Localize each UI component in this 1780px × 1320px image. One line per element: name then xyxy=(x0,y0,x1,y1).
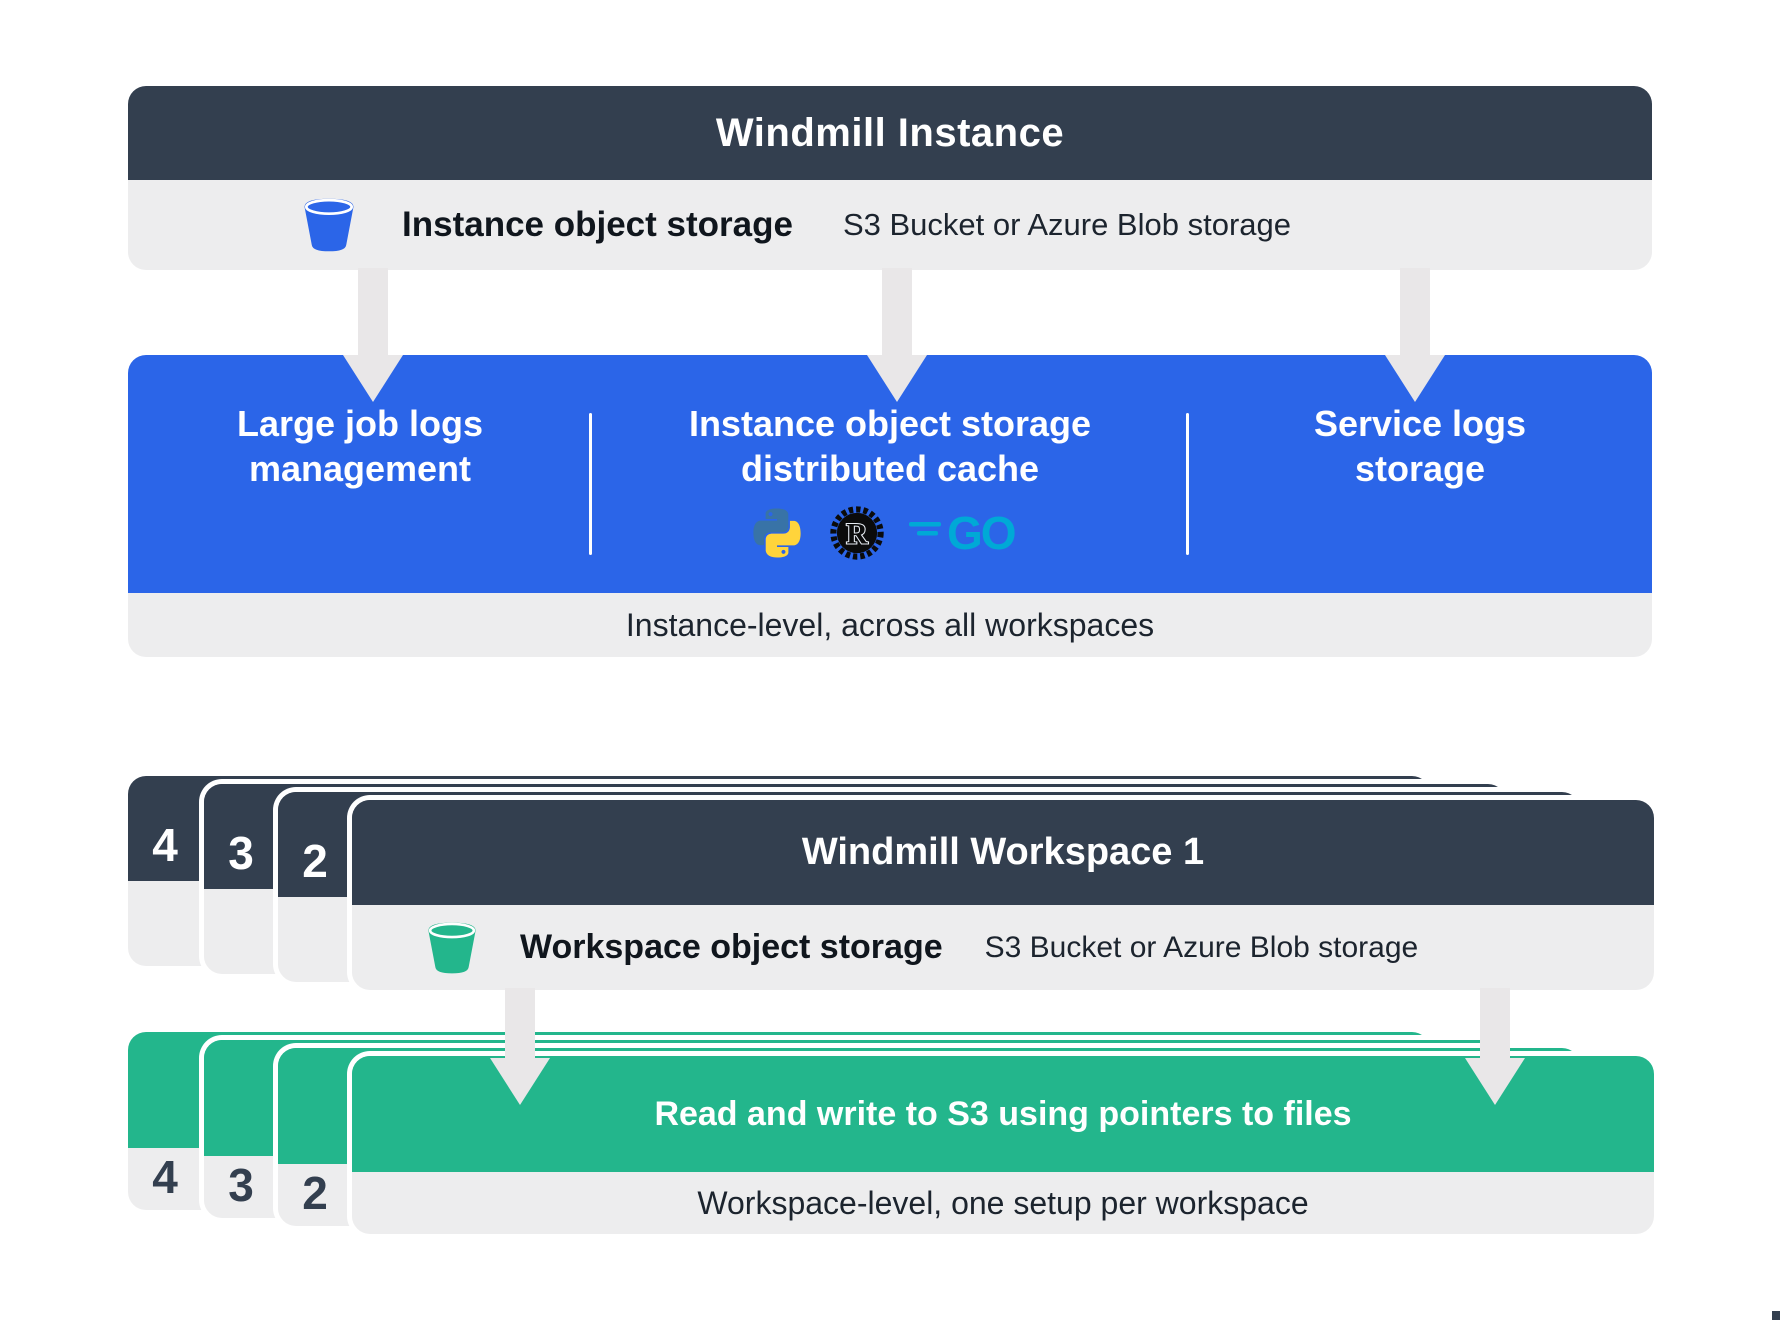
column-divider xyxy=(1186,413,1189,555)
workspace-title: Windmill Workspace 1 xyxy=(801,831,1205,873)
action-tab-number: 4 xyxy=(152,1151,178,1203)
feature-distributed-cache: Instance object storage distributed cach… xyxy=(592,355,1188,593)
arrow-down-icon xyxy=(882,268,912,355)
workspace-tab-number: 3 xyxy=(228,827,254,879)
arrow-down-icon xyxy=(1400,268,1430,355)
rust-icon: R xyxy=(830,506,884,560)
action-tab-number: 3 xyxy=(228,1159,254,1211)
instance-storage-sublabel: S3 Bucket or Azure Blob storage xyxy=(842,207,1291,242)
python-icon xyxy=(753,508,801,558)
workspace-tab-number: 2 xyxy=(302,835,328,887)
action-title: Read and write to S3 using pointers to f… xyxy=(654,1094,1352,1133)
bucket-icon xyxy=(428,922,476,973)
instance-caption: Instance-level, across all workspaces xyxy=(625,606,1155,643)
instance-header: Windmill Instance xyxy=(128,86,1652,180)
arrowhead-down-icon xyxy=(867,355,927,402)
workspace-storage-sublabel: S3 Bucket or Azure Blob storage xyxy=(984,930,1419,964)
action-caption-bar: Workspace-level, one setup per workspace xyxy=(352,1172,1654,1234)
arrow-down-icon xyxy=(1480,988,1510,1058)
workspace-header: Windmill Workspace 1 xyxy=(352,800,1654,905)
action-card-1: Read and write to S3 using pointers to f… xyxy=(352,1056,1654,1234)
arrowhead-down-icon xyxy=(490,1058,550,1105)
feature-service-logs: Service logs storage xyxy=(1188,355,1652,593)
feature-large-job-logs: Large job logs management xyxy=(128,355,592,593)
instance-card: Windmill Instance Instance object storag… xyxy=(128,86,1652,270)
action-header: Read and write to S3 using pointers to f… xyxy=(352,1056,1654,1172)
workspace-tab-number: 4 xyxy=(152,819,178,871)
action-caption: Workspace-level, one setup per workspace xyxy=(697,1184,1309,1221)
feature-label: Service logs storage xyxy=(1313,403,1527,489)
workspace-storage-label: Workspace object storage xyxy=(520,928,943,966)
arrowhead-down-icon xyxy=(1385,355,1445,402)
arrow-down-icon xyxy=(505,988,535,1058)
workspace-card-1: Windmill Workspace 1 Workspace object st… xyxy=(352,800,1654,990)
language-icons-row: R GO xyxy=(749,503,1031,563)
instance-storage-bar: Instance object storage S3 Bucket or Azu… xyxy=(128,180,1652,270)
go-icon: GO xyxy=(909,509,1017,557)
instance-storage-label: Instance object storage xyxy=(402,205,793,244)
svg-text:R: R xyxy=(846,518,868,551)
feature-label: Large job logs management xyxy=(236,403,484,489)
column-divider xyxy=(589,413,592,555)
bucket-icon xyxy=(304,198,354,252)
instance-title: Windmill Instance xyxy=(715,110,1065,155)
instance-caption-bar: Instance-level, across all workspaces xyxy=(128,593,1652,657)
arrowhead-down-icon xyxy=(1465,1058,1525,1105)
action-tab-number: 2 xyxy=(302,1167,328,1219)
workspace-storage-bar: Workspace object storage S3 Bucket or Az… xyxy=(352,905,1654,990)
svg-text:GO: GO xyxy=(947,509,1015,557)
feature-label: Instance object storage distributed cach… xyxy=(688,403,1092,489)
corner-artifact xyxy=(1772,1311,1780,1320)
arrow-down-icon xyxy=(358,268,388,355)
arrowhead-down-icon xyxy=(343,355,403,402)
